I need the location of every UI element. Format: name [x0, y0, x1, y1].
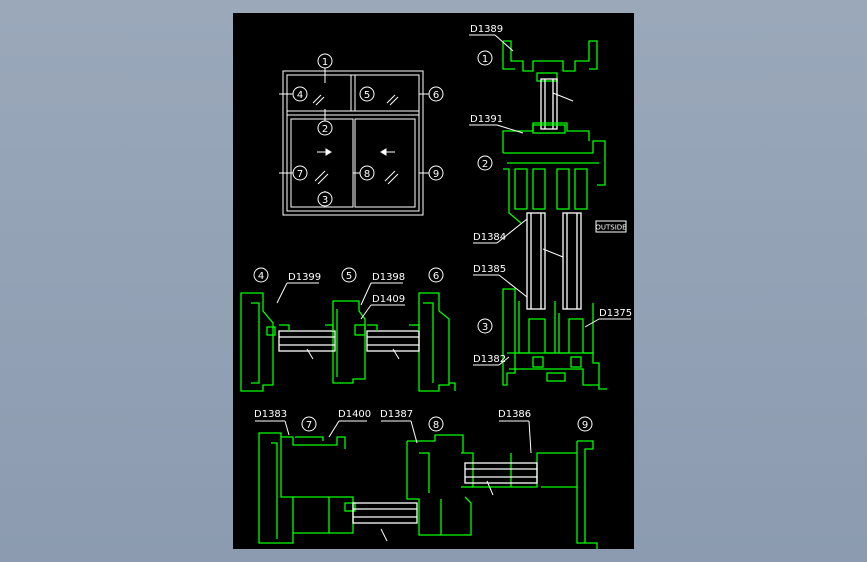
- section-marker-9: 9: [582, 420, 588, 431]
- section-marker-1: 1: [482, 54, 488, 65]
- elevation-marker-2: 2: [322, 124, 328, 135]
- horizontal-section-lower-markers: [301, 416, 593, 432]
- section-marker-8: 8: [433, 420, 439, 431]
- section-marker-7: 7: [306, 420, 312, 431]
- outside-tag: [595, 220, 627, 233]
- elevation-marker-1: 1: [322, 57, 328, 68]
- vertical-section-profiles: [502, 40, 607, 390]
- profile-label-d1385: D1385: [473, 264, 506, 275]
- profile-label-d1399: D1399: [288, 272, 321, 283]
- section-marker-6: 6: [433, 271, 439, 282]
- section-marker-5: 5: [346, 271, 352, 282]
- profile-label-d1400: D1400: [338, 409, 371, 420]
- elevation-marker-5: 5: [364, 90, 370, 101]
- horizontal-section-lower-profiles: [258, 432, 598, 549]
- profile-label-d1398: D1398: [372, 272, 405, 283]
- section-marker-4: 4: [258, 271, 264, 282]
- outside-label: OUTSIDE: [595, 224, 626, 232]
- profile-label-d1384: D1384: [473, 232, 506, 243]
- profile-label-d1387: D1387: [380, 409, 413, 420]
- elevation-marker-8: 8: [364, 169, 370, 180]
- horizontal-section-upper-markers: [253, 267, 444, 283]
- window-elevation: [279, 67, 429, 216]
- section-marker-2: 2: [482, 159, 488, 170]
- elevation-marker-7: 7: [297, 169, 303, 180]
- horizontal-section-upper-leaders: [276, 282, 405, 360]
- elevation-marker-6: 6: [433, 90, 439, 101]
- profile-label-d1386: D1386: [498, 409, 531, 420]
- elevation-markers: [292, 53, 444, 207]
- horizontal-section-lower-leaders: [255, 420, 532, 542]
- horizontal-section-upper-profiles: [240, 292, 456, 392]
- profile-label-d1382: D1382: [473, 354, 506, 365]
- elevation-marker-9: 9: [433, 169, 439, 180]
- elevation-marker-3: 3: [322, 195, 328, 206]
- vertical-section-leaders: [469, 34, 631, 366]
- elevation-marker-4: 4: [297, 90, 303, 101]
- drawing-sheet: 1 4 5 6 2 7 8 9 3: [233, 13, 634, 549]
- profile-label-d1391: D1391: [470, 114, 503, 125]
- profile-label-d1375: D1375: [599, 308, 632, 319]
- profile-label-d1389: D1389: [470, 24, 503, 35]
- cad-drawing: 1 4 5 6 2 7 8 9 3: [240, 24, 632, 549]
- vertical-section-markers: [477, 50, 493, 334]
- section-marker-3: 3: [482, 322, 488, 333]
- profile-label-d1383: D1383: [254, 409, 287, 420]
- profile-label-d1409: D1409: [372, 294, 405, 305]
